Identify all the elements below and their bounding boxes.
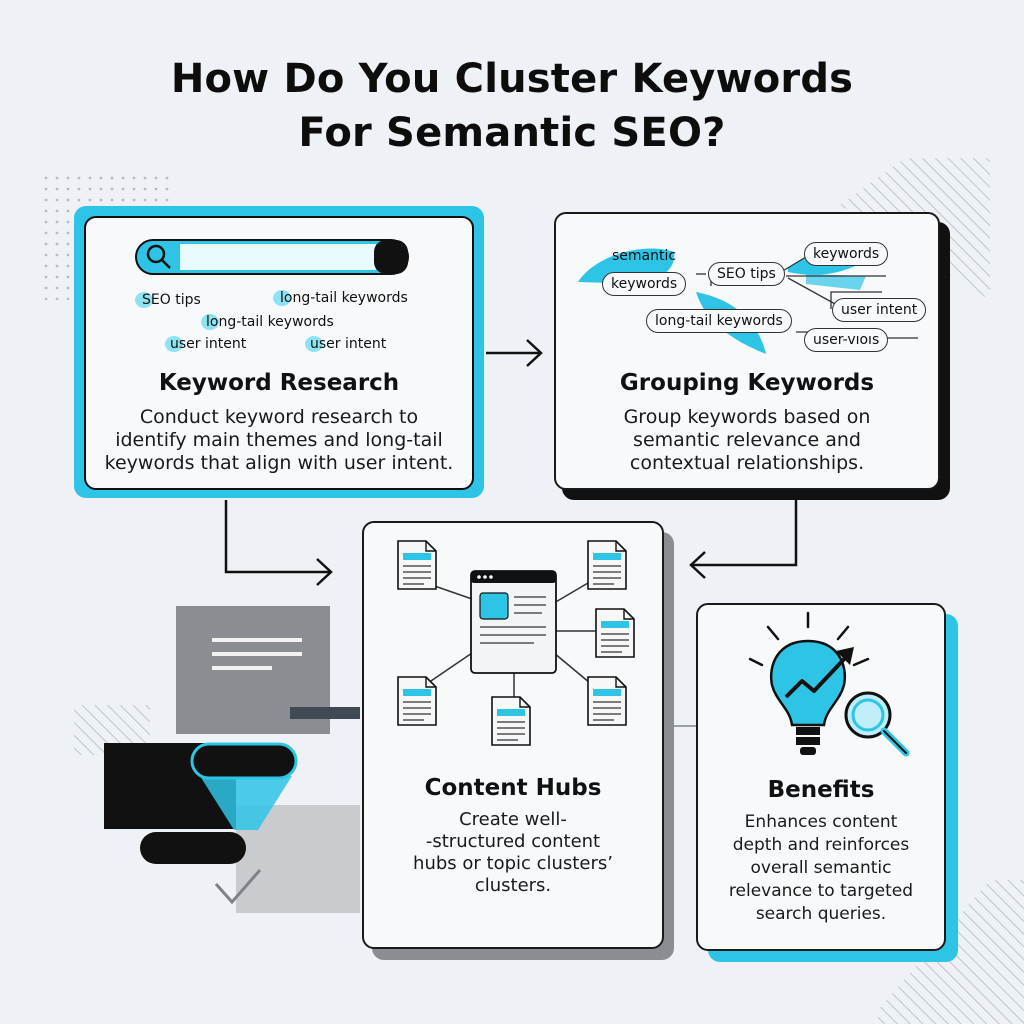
check-mark	[214, 869, 262, 905]
tag-semantic: semantic	[612, 248, 677, 264]
arrow-research-to-hubs	[224, 500, 333, 586]
grouping-keywords-desc: Group keywords based on semantic relevan…	[623, 406, 871, 474]
tag-user-intent: user intent	[170, 336, 247, 352]
document-icon	[587, 676, 627, 726]
hub-page-icon	[470, 570, 557, 674]
tag-seo-tips: SEO tips	[708, 262, 785, 286]
page-title: How Do You Cluster Keywords For Semantic…	[170, 56, 854, 156]
arrow-grouping-to-hubs	[689, 500, 798, 579]
keyword-research-heading: Keyword Research	[158, 370, 400, 396]
search-icon	[146, 244, 171, 269]
tag-long-tail: long-tail keywords	[646, 309, 792, 333]
benefits-desc: Enhances content depth and reinforces ov…	[728, 812, 914, 924]
tag-keywords: keywords	[804, 242, 889, 266]
tag-user-vios: user-vıoıs	[804, 328, 889, 352]
document-icon	[491, 696, 531, 746]
document-icon	[397, 676, 437, 726]
document-icon	[587, 540, 627, 590]
arrow-research-to-grouping	[486, 339, 543, 367]
content-hubs-card: Content Hubs Create well- -structured co…	[362, 521, 664, 949]
benefits-heading: Benefits	[767, 777, 875, 803]
keyword-research-desc: Conduct keyword research to identify mai…	[104, 406, 454, 474]
grouping-keywords-heading: Grouping Keywords	[619, 370, 875, 396]
search-bar	[135, 239, 409, 275]
document-icon	[595, 608, 635, 658]
keyword-research-card: SEO tips long-tail keywords long-tail ke…	[84, 216, 474, 490]
tag-long-tail: long-tail keywords	[280, 290, 408, 306]
lightbulb-growth-icon	[748, 611, 910, 757]
grouping-keywords-card: semantic keywords SEO tips keywords user…	[554, 212, 940, 490]
tag-user-intent: user intent	[310, 336, 387, 352]
hub-diagram	[425, 570, 598, 697]
tag-long-tail: long-tail keywords	[206, 314, 334, 330]
tag-seo-tips: SEO tips	[142, 292, 201, 308]
magnifier-icon	[844, 691, 910, 757]
content-hubs-desc: Create well- -structured content hubs or…	[413, 809, 613, 896]
tag-user-intent: user intent	[832, 298, 927, 322]
document-icon	[397, 540, 437, 590]
funnel-glow	[200, 776, 292, 830]
tag-keywords: keywords	[602, 272, 687, 296]
content-hubs-heading: Content Hubs	[424, 775, 602, 801]
benefits-card: Benefits Enhances content depth and rein…	[696, 603, 946, 951]
